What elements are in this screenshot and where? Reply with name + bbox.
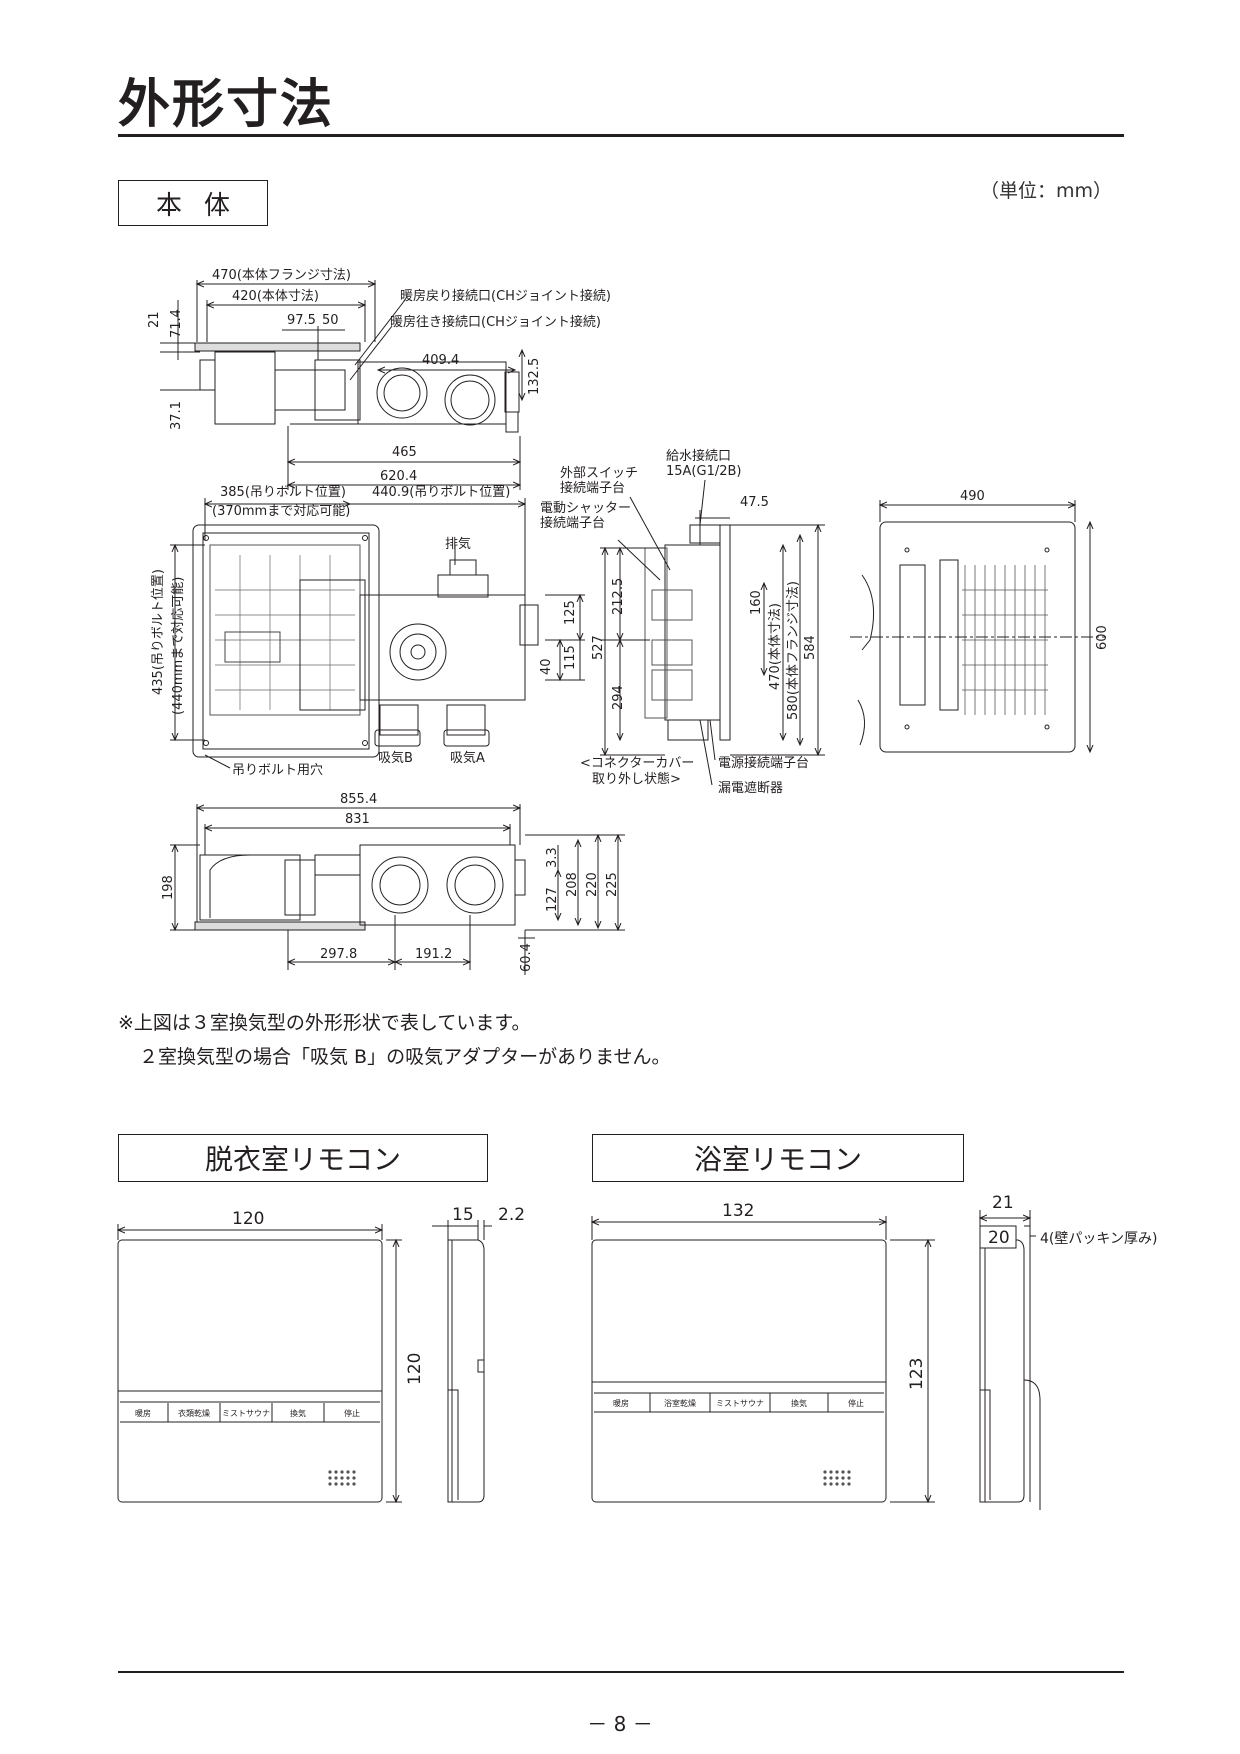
remote2-button-stop[interactable]: 停止 (848, 1398, 864, 1408)
remote1-button-ventilation[interactable]: 換気 (290, 1408, 306, 1418)
label-exhaust: 排気 (445, 536, 471, 552)
remote1-button-mist-sauna[interactable]: ミストサウナ (222, 1409, 270, 1418)
remote1-button-stop[interactable]: 停止 (344, 1408, 360, 1418)
dim-bolt-440mm: (440mmまで対応可能) (171, 577, 186, 715)
remote1-width: 120 (232, 1209, 264, 1229)
label-power-terminal: 電源接続端子台 (718, 755, 809, 771)
label-shutter-1: 電動シャッター (540, 501, 631, 516)
remote1-button-clothes-dry[interactable]: 衣類乾燥 (178, 1408, 210, 1418)
page-number: － 8 － (587, 1712, 653, 1736)
dim-409-4: 409.4 (422, 353, 459, 368)
section-remote2-label: 浴室リモコン (592, 1134, 964, 1182)
remote2-button-mist-sauna[interactable]: ミストサウナ (716, 1399, 764, 1408)
dim-600: 600 (1095, 625, 1110, 650)
remote2-width: 132 (722, 1201, 754, 1221)
remote2-front (592, 1216, 935, 1502)
label-heat-supply: 暖房往き接続口(CHジョイント接続) (390, 314, 601, 330)
dim-47-5: 47.5 (740, 495, 769, 510)
remote2-button-heating[interactable]: 暖房 (613, 1398, 629, 1408)
unit-label: （単位：mm） (980, 180, 1113, 202)
dim-60-4: 60.4 (519, 943, 534, 972)
dim-40: 40 (539, 658, 554, 675)
remote2-button-bath-dry[interactable]: 浴室乾燥 (664, 1398, 696, 1408)
dim-37-1: 37.1 (169, 401, 184, 430)
dim-71-4: 71.4 (169, 309, 184, 338)
dim-225: 225 (605, 872, 620, 897)
dim-flange-width: 470(本体フランジ寸法) (212, 268, 351, 283)
side-view (600, 479, 825, 786)
note-line-1: ※上図は３室換気型の外形形状で表しています。 (118, 1012, 531, 1034)
dim-132-5: 132.5 (527, 358, 542, 395)
dim-584: 584 (803, 635, 818, 660)
section-main-label: 本体 (118, 180, 268, 226)
label-cover-1: <コネクターカバー (580, 756, 694, 771)
label-intake-a: 吸気A (450, 750, 485, 766)
remote2-button-ventilation[interactable]: 換気 (791, 1398, 807, 1408)
remote2-packing: 4(壁パッキン厚み) (1040, 1231, 1157, 1247)
dim-3-3: 3.3 (545, 847, 560, 868)
remote1-side (432, 1220, 492, 1503)
dim-212-5: 212.5 (611, 578, 626, 615)
dim-bolt-385: 385(吊りボルト位置) (220, 485, 346, 500)
dim-115: 115 (563, 645, 578, 670)
label-water-2: 15A(G1/2B) (666, 464, 742, 479)
remote2-height: 123 (907, 1358, 927, 1390)
bottom-side-view (170, 804, 625, 975)
top-side-view (160, 280, 522, 490)
grille-view (850, 500, 1105, 752)
dim-125: 125 (563, 600, 578, 625)
main-unit-drawing: 470(本体フランジ寸法) 420(本体寸法) 21 71.4 97.5 50 … (147, 268, 1110, 975)
dim-490: 490 (960, 489, 985, 504)
dim-bolt-440-9: 440.9(吊りボルト位置) (372, 485, 510, 500)
remote2-depth-total: 21 (992, 1193, 1014, 1213)
dim-831: 831 (345, 812, 370, 827)
remote1-depth: 15 (452, 1205, 474, 1225)
remote1-speaker (328, 1470, 356, 1486)
dim-21: 21 (147, 311, 162, 328)
section-remote1-label: 脱衣室リモコン (118, 1134, 488, 1182)
dim-294: 294 (611, 685, 626, 710)
dim-160: 160 (749, 590, 764, 615)
label-shutter-2: 接続端子台 (540, 515, 605, 531)
label-heat-return: 暖房戻り接続口(CHジョイント接続) (400, 288, 611, 304)
remote1-front (118, 1224, 402, 1502)
dim-bolt-435: 435(吊りボルト位置) (151, 569, 166, 695)
label-water-1: 給水接続口 (666, 448, 731, 464)
remote1-height: 120 (405, 1353, 425, 1385)
plan-view (170, 498, 585, 769)
dim-620-4: 620.4 (380, 469, 417, 484)
dim-580: 580(本体フランジ寸法) (786, 581, 801, 720)
footer-rule (118, 1671, 1124, 1673)
dim-bolt-370: (370mmまで対応可能) (212, 504, 350, 519)
remote1-protrude: 2.2 (498, 1205, 525, 1225)
dim-527: 527 (591, 635, 606, 660)
label-cover-2: 取り外し状態> (592, 771, 681, 787)
dim-297-8: 297.8 (320, 947, 357, 962)
remote-drawings: 120 120 15 2.2 132 123 21 20 4(壁パッキン厚み) … (0, 1193, 1157, 1510)
note-line-2: ２室換気型の場合「吸気 B」の吸気アダプターがありません。 (139, 1046, 671, 1068)
remote1-button-heating[interactable]: 暖房 (135, 1408, 151, 1418)
dim-127: 127 (545, 887, 560, 912)
dim-470: 470(本体寸法) (768, 603, 783, 690)
dim-855-4: 855.4 (340, 792, 377, 807)
dim-191-2: 191.2 (415, 947, 452, 962)
dim-220: 220 (585, 872, 600, 897)
dim-50: 50 (322, 313, 339, 328)
label-breaker: 漏電遮断器 (718, 780, 783, 796)
remote2-speaker (823, 1470, 851, 1486)
page-title: 外形寸法 (118, 75, 335, 135)
label-bolt-hole: 吊りボルト用穴 (232, 763, 323, 778)
title-rule (118, 134, 1124, 137)
dim-198: 198 (161, 875, 176, 900)
dim-97-5: 97.5 (287, 313, 316, 328)
remote2-depth-body: 20 (988, 1228, 1010, 1248)
dim-body-width: 420(本体寸法) (232, 289, 319, 304)
label-ext-switch-1: 外部スイッチ (560, 466, 638, 481)
label-ext-switch-2: 接続端子台 (560, 480, 625, 496)
dim-465: 465 (392, 445, 417, 460)
label-intake-b: 吸気B (378, 750, 413, 766)
remote2-side (980, 1210, 1041, 1510)
dim-208: 208 (565, 872, 580, 897)
